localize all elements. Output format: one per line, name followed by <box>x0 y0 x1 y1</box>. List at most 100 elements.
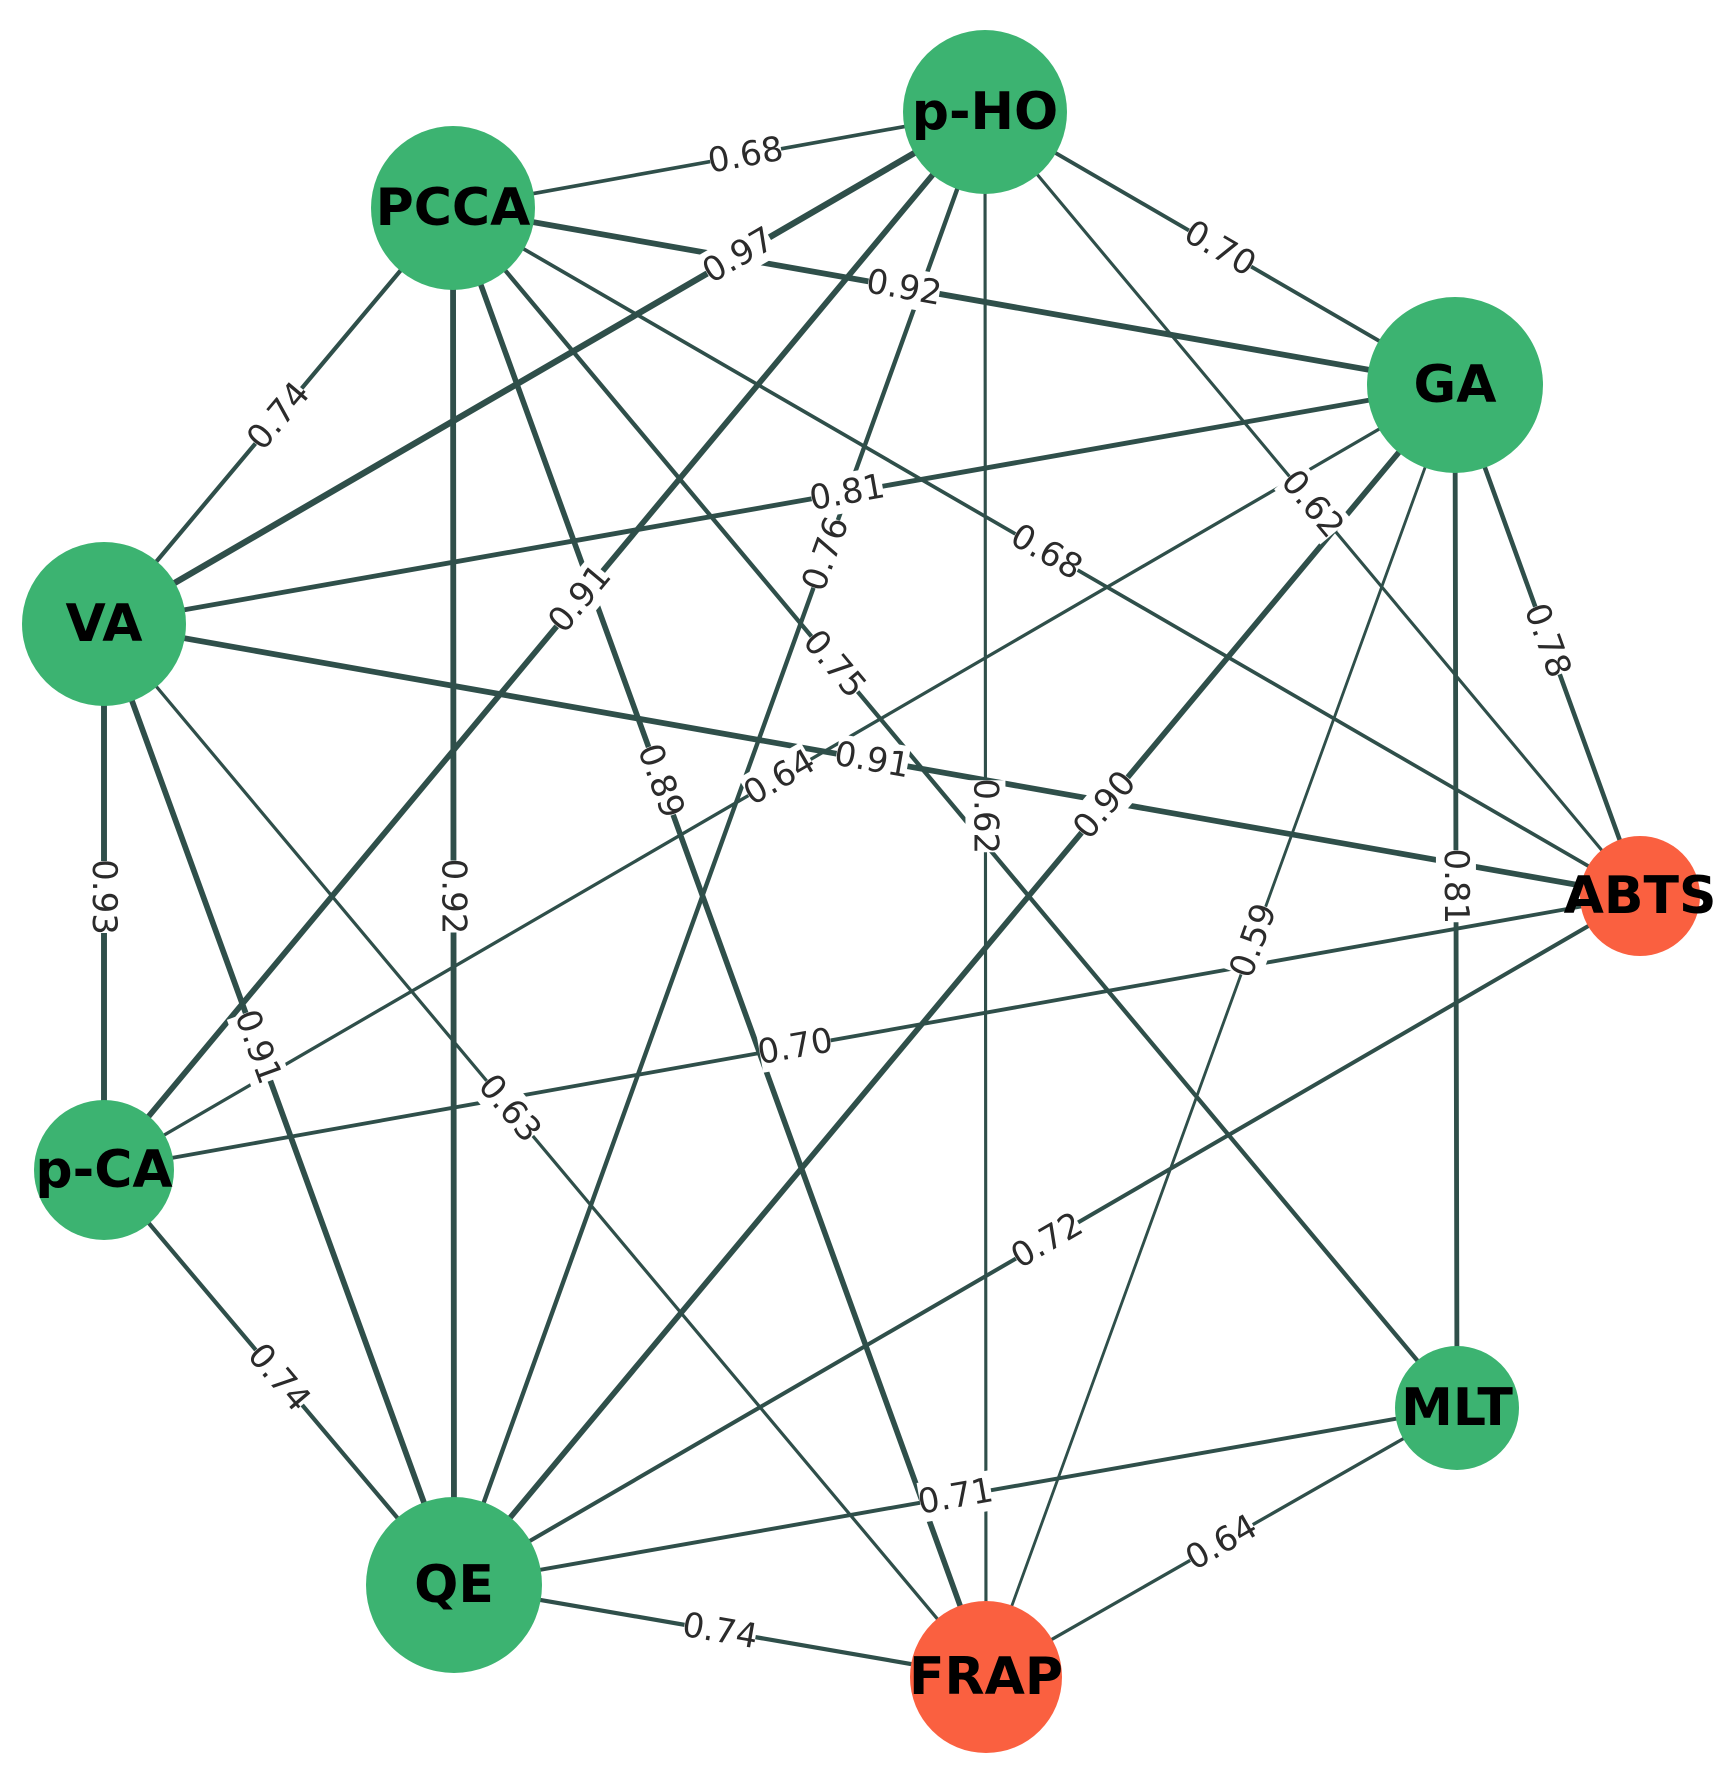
node-p-ca: p-CA <box>34 1100 174 1240</box>
node-mlt: MLT <box>1395 1346 1519 1470</box>
node-label-pcca: PCCA <box>376 178 531 238</box>
edge-label-group: 0.68 <box>705 129 787 182</box>
edge-label-background <box>240 375 317 457</box>
edge-weight-label: 0.70 <box>754 1020 836 1073</box>
edge-weight-label: 0.71 <box>915 1470 997 1523</box>
edge-weight-label: 0.72 <box>1004 1204 1090 1277</box>
edge-label-group: 0.62 <box>965 778 1005 854</box>
edge-weight-label: 0.92 <box>863 261 945 314</box>
edge-label-background <box>916 1470 995 1523</box>
edge-label-group: 0.71 <box>915 1470 997 1523</box>
node-label-ga: GA <box>1414 355 1497 415</box>
edge-label-group: 0.72 <box>1004 1204 1090 1277</box>
edge-weight-label: 0.74 <box>239 374 318 458</box>
edge-p-ho-frap <box>983 110 988 1679</box>
edge-p-ca-abts <box>102 894 1642 1172</box>
edge-p-ho-p-ca <box>101 109 988 1173</box>
node-circle-va <box>22 542 186 706</box>
edge-weight-label: 0.75 <box>795 622 874 706</box>
edge-label-group: 0.64 <box>1179 1506 1265 1578</box>
edge-va-frap <box>102 622 988 1679</box>
node-circle-frap <box>910 1601 1062 1753</box>
edge-label-background <box>1178 213 1262 284</box>
nodes-layer: p-HO PCCA GA VA ABTS p-CA MLT QE FRAP <box>22 30 1716 1753</box>
edge-weight-label: 0.62 <box>965 778 1005 854</box>
edge-weight-label: 0.81 <box>806 466 888 519</box>
edge-ga-qe <box>451 382 1458 1588</box>
node-label-qe: QE <box>414 1555 494 1615</box>
edge-label-group: 0.97 <box>696 219 782 292</box>
edge-label-background <box>738 742 821 813</box>
edge-weight-label: 0.76 <box>794 512 857 597</box>
edge-label-background <box>471 1067 549 1149</box>
node-label-p-ca: p-CA <box>35 1140 172 1200</box>
edge-weight-label: 0.97 <box>696 219 782 292</box>
edge-label-background <box>1435 850 1477 923</box>
edge-label-group: 0.63 <box>470 1067 549 1151</box>
node-label-va: VA <box>66 594 143 654</box>
edge-weight-label: 0.63 <box>470 1067 549 1151</box>
edge-ga-va <box>101 382 1458 627</box>
edge-weight-label: 0.93 <box>84 859 124 935</box>
node-label-p-ho: p-HO <box>912 82 1059 142</box>
node-circle-ga <box>1367 297 1543 473</box>
edge-weight-label: 0.68 <box>705 129 787 182</box>
edge-label-group: 0.70 <box>1177 212 1263 285</box>
node-label-mlt: MLT <box>1401 1378 1513 1438</box>
edge-label-background <box>629 740 692 822</box>
edge-label-group: 0.74 <box>679 1605 760 1657</box>
node-label-abts: ABTS <box>1564 866 1717 926</box>
node-circle-pcca <box>371 126 535 290</box>
edge-label-background <box>1274 463 1351 545</box>
edge-label-background <box>1516 599 1579 682</box>
edge-weight-label: 0.70 <box>1177 212 1263 285</box>
edge-label-background <box>864 261 943 314</box>
edge-label-background <box>1222 899 1285 982</box>
edge-label-background <box>226 1006 290 1088</box>
edge-weight-label: 0.74 <box>239 1336 318 1420</box>
edge-p-ho-va <box>100 108 989 628</box>
edge-label-group: 0.93 <box>84 859 124 935</box>
edge-label-background <box>794 513 857 595</box>
node-circle-p-ho <box>903 30 1067 194</box>
edge-label-background <box>1005 516 1088 588</box>
edge-label-background <box>965 780 1006 853</box>
edge-pcca-mlt <box>450 205 1460 1411</box>
edge-p-ho-qe <box>451 109 988 1588</box>
edge-pcca-frap <box>450 205 989 1680</box>
edge-label-background <box>833 734 911 786</box>
node-qe: QE <box>366 1497 542 1673</box>
edge-label-group: 0.91 <box>226 1004 289 1089</box>
edge-label-group: 0.68 <box>1004 516 1090 589</box>
edge-label-background <box>1066 764 1144 846</box>
edge-weight-label: 0.78 <box>1516 598 1579 683</box>
edge-weight-label: 0.92 <box>433 859 473 935</box>
edge-weight-label: 0.64 <box>737 741 823 814</box>
node-label-frap: FRAP <box>909 1647 1063 1707</box>
edge-label-group: 0.74 <box>239 374 318 458</box>
edge-weight-label: 0.89 <box>629 739 692 824</box>
edge-label-background <box>796 623 873 705</box>
edge-label-background <box>756 1020 835 1073</box>
edge-label-background <box>541 558 619 640</box>
edge-label-group: 0.78 <box>1516 598 1579 683</box>
edge-label-group: 0.59 <box>1222 898 1285 983</box>
edge-label-background <box>681 1605 759 1657</box>
edge-label-group: 0.62 <box>1273 462 1352 546</box>
edge-weight-label: 0.74 <box>679 1605 760 1657</box>
edge-label-group: 0.89 <box>629 739 692 824</box>
edge-weight-label: 0.81 <box>1436 848 1476 924</box>
edge-ga-frap <box>984 383 1457 1679</box>
edge-weight-label: 0.62 <box>1273 462 1352 546</box>
edge-weight-label: 0.64 <box>1179 1506 1265 1578</box>
edge-label-group: 0.81 <box>1436 848 1476 924</box>
node-va: VA <box>22 542 186 706</box>
edge-label-background <box>706 129 785 182</box>
node-circle-qe <box>366 1497 542 1673</box>
edge-label-background <box>808 466 886 519</box>
edge-label-background <box>240 1337 318 1418</box>
node-circle-abts <box>1580 836 1700 956</box>
edge-weight-label: 0.91 <box>226 1004 289 1089</box>
edge-label-group: 0.74 <box>239 1336 318 1420</box>
edge-label-group: 0.75 <box>795 622 874 706</box>
